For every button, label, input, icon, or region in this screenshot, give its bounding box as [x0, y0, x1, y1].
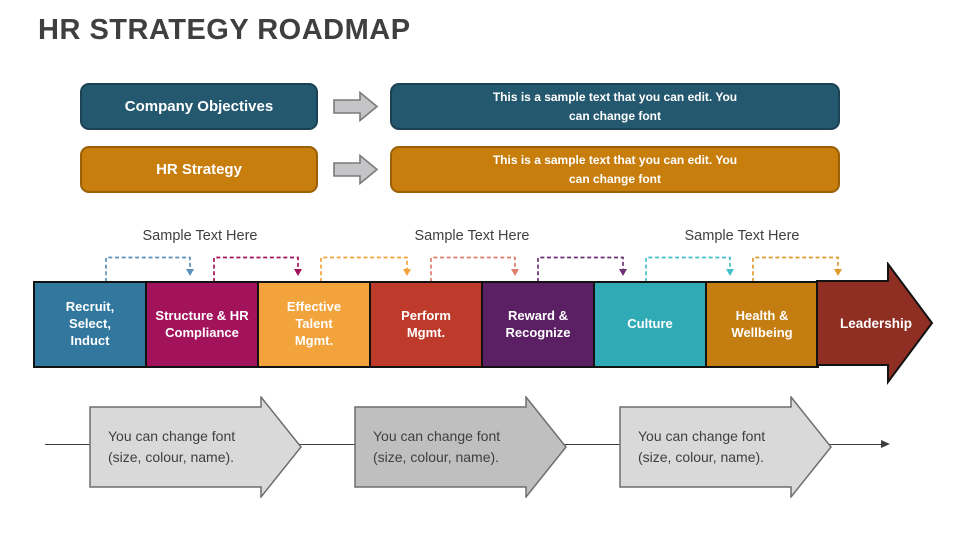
right-arrow-icon	[333, 91, 379, 122]
chevron-arrow-text: You can change font (size, colour, name)…	[108, 428, 236, 465]
chevron-arrow	[354, 396, 567, 498]
dashed-connector-icon	[320, 256, 411, 282]
dashed-connector-icon	[752, 256, 842, 282]
hr-strategy-label: HR Strategy	[156, 161, 242, 178]
roadmap-segment-label: Leadership	[839, 316, 913, 331]
dashed-connector-icon	[213, 256, 302, 282]
roadmap-segment: Recruit, Select, Induct	[33, 281, 147, 368]
hr-strategy-description-box: This is a sample text that you can edit.…	[390, 146, 840, 193]
dashed-connector-icon	[430, 256, 519, 282]
hr-strategy-box: HR Strategy	[80, 146, 318, 193]
page-title: HR STRATEGY ROADMAP	[38, 14, 411, 46]
company-objectives-label: Company Objectives	[124, 98, 274, 115]
sample-text-label: Sample Text Here	[414, 228, 530, 244]
company-objectives-description-box: This is a sample text that you can edit.…	[390, 83, 840, 130]
sample-text-label: Sample Text Here	[684, 228, 800, 244]
dashed-connector-icon	[645, 256, 734, 282]
roadmap-segment: Culture	[593, 281, 707, 368]
chevron-arrow	[619, 396, 832, 498]
chevron-arrow-text: You can change font (size, colour, name)…	[373, 428, 501, 465]
roadmap-segment: Health & Wellbeing	[705, 281, 819, 368]
chevron-arrow	[89, 396, 302, 498]
dashed-connector-icon	[105, 256, 194, 282]
roadmap-segment: Perform Mgmt.	[369, 281, 483, 368]
roadmap-segment: Effective Talent Mgmt.	[257, 281, 371, 368]
sample-text-label: Sample Text Here	[142, 228, 258, 244]
company-objectives-box: Company Objectives	[80, 83, 318, 130]
sample-description-text: This is a sample text that you can edit.…	[492, 152, 738, 186]
dashed-connector-icon	[537, 256, 627, 282]
roadmap-segment: Structure & HR Compliance	[145, 281, 259, 368]
roadmap-segment: Reward & Recognize	[481, 281, 595, 368]
sample-description-text: This is a sample text that you can edit.…	[492, 89, 738, 123]
chevron-arrow-text: You can change font (size, colour, name)…	[638, 428, 766, 465]
roadmap-segment-leadership-arrow	[816, 262, 934, 385]
timeline-arrowhead-icon	[881, 440, 890, 448]
right-arrow-icon	[333, 154, 379, 185]
